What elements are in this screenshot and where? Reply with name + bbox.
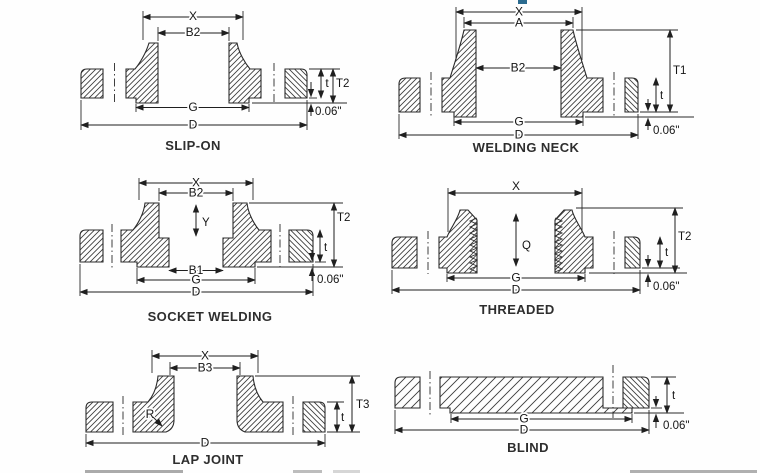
caption-lap-joint: LAP JOINT xyxy=(172,452,243,467)
slip-on-dimensions: X B2 G D t T2 0.06" xyxy=(80,7,351,133)
welding-neck-dimensions: X A B2 G D T1 t 0.06" xyxy=(398,3,694,143)
bottom-edge-artifact xyxy=(293,470,322,473)
dim-label-d: D xyxy=(192,285,201,299)
dim-label-x: X xyxy=(201,349,209,363)
dim-label-x: X xyxy=(515,5,523,19)
dim-label-d: D xyxy=(201,436,210,450)
bottom-edge-artifact xyxy=(333,470,360,473)
thread-zigzag-right xyxy=(553,217,564,273)
dim-label-d: D xyxy=(520,423,529,437)
flange-left-center-hub xyxy=(438,209,478,274)
flange-right-outer xyxy=(624,236,641,269)
dim-label-raised-face: 0.06" xyxy=(663,420,689,432)
flange-right-outer xyxy=(624,77,639,113)
dim-label-b3: B3 xyxy=(198,361,213,375)
dim-label-b2: B2 xyxy=(186,25,201,39)
top-edge-artifact xyxy=(518,0,527,4)
dim-label-t: t xyxy=(665,247,669,259)
dim-label-x: X xyxy=(512,179,520,193)
dim-label-d: D xyxy=(189,118,198,132)
flange-center-plate xyxy=(439,376,633,414)
dim-label-t: t xyxy=(660,90,664,102)
slip-on-diagram: X B2 G D t T2 0.06" SLIP-ON xyxy=(80,7,351,153)
threaded-diagram: X Q G D t T2 0.06" THREADED xyxy=(391,177,693,317)
caption-blind: BLIND xyxy=(507,440,549,455)
welding-neck-body xyxy=(398,29,639,118)
flange-left-outer xyxy=(80,68,104,99)
dim-label-raised-face: 0.06" xyxy=(317,274,343,286)
dim-label-g: G xyxy=(514,115,523,129)
socket-welding-body xyxy=(79,202,314,268)
dim-label-x: X xyxy=(189,9,197,23)
dim-label-t3: T3 xyxy=(356,399,369,411)
dim-label-raised-face: 0.06" xyxy=(653,281,679,293)
dim-label-y: Y xyxy=(202,217,210,229)
dim-label-d: D xyxy=(515,128,524,142)
dim-label-b2: B2 xyxy=(189,186,204,200)
caption-welding-neck: WELDING NECK xyxy=(473,140,580,155)
flange-right-center-hub xyxy=(222,202,272,268)
flange-right-outer xyxy=(302,401,326,433)
flange-right-center-hub xyxy=(228,42,262,104)
flange-left-center-neck xyxy=(441,29,477,118)
caption-threaded: THREADED xyxy=(479,302,554,317)
blind-diagram: G D t 0.06" BLIND xyxy=(394,365,691,455)
dim-label-raised-face: 0.06" xyxy=(653,125,679,137)
flange-right-center-hub xyxy=(236,375,284,433)
socket-welding-diagram: X B2 Y B1 G D t T2 0.06" SOCKET WELDIN xyxy=(79,174,352,324)
blind-body xyxy=(394,365,650,418)
dim-label-t2: T2 xyxy=(336,78,349,90)
flange-left-outer xyxy=(394,376,421,409)
flange-left-outer xyxy=(79,229,104,263)
dim-label-t1: T1 xyxy=(673,65,686,77)
dim-label-g: G xyxy=(188,100,197,114)
dim-label-g: G xyxy=(519,412,528,426)
lap-joint-body xyxy=(85,375,326,438)
flange-left-outer xyxy=(391,236,418,269)
thread-zigzag-left xyxy=(468,217,479,273)
bottom-edge-artifact xyxy=(85,470,183,473)
dim-label-b2: B2 xyxy=(511,61,526,75)
dim-label-t: t xyxy=(341,412,345,424)
dim-label-t: t xyxy=(672,390,676,402)
flange-left-outer xyxy=(85,401,114,433)
dim-label-a: A xyxy=(515,16,523,30)
dim-label-d: D xyxy=(512,283,521,297)
threaded-body xyxy=(391,209,641,274)
dim-label-t2: T2 xyxy=(678,231,691,243)
dim-label-g: G xyxy=(191,273,200,287)
flange-right-center-hub xyxy=(554,209,594,274)
flange-right-outer xyxy=(284,68,308,99)
flange-left-center-hub xyxy=(120,202,170,268)
socket-welding-dimensions: X B2 Y B1 G D t T2 0.06" xyxy=(79,174,352,300)
dim-label-q: Q xyxy=(522,240,531,252)
dim-label-t2: T2 xyxy=(337,212,350,224)
flange-left-center-hub xyxy=(125,42,159,104)
threaded-dimensions: X Q G D t T2 0.06" xyxy=(391,177,693,298)
lap-joint-dimensions: X B3 R D t T3 xyxy=(85,347,371,451)
flange-left-center-hub xyxy=(132,375,175,433)
flange-right-outer xyxy=(288,229,314,263)
dim-label-raised-face: 0.06" xyxy=(315,106,341,118)
flange-left-outer xyxy=(398,77,421,113)
dim-label-g: G xyxy=(511,271,520,285)
blind-dimensions: G D t 0.06" xyxy=(394,376,691,438)
caption-socket-welding: SOCKET WELDING xyxy=(148,309,273,324)
caption-slip-on: SLIP-ON xyxy=(165,138,221,153)
dim-label-t: t xyxy=(324,242,328,254)
dim-label-t: t xyxy=(325,76,329,90)
welding-neck-diagram: X A B2 G D T1 t 0.06" WELDING NECK xyxy=(398,3,694,155)
dim-label-r: R xyxy=(146,407,155,421)
bottom-edge-artifact xyxy=(630,470,757,473)
slip-on-body xyxy=(80,42,308,104)
lap-joint-diagram: X B3 R D t T3 LAP JOINT xyxy=(85,347,371,467)
dim-label-b1: B1 xyxy=(189,263,204,277)
flange-right-outer xyxy=(622,376,650,409)
dim-label-x: X xyxy=(192,176,200,190)
